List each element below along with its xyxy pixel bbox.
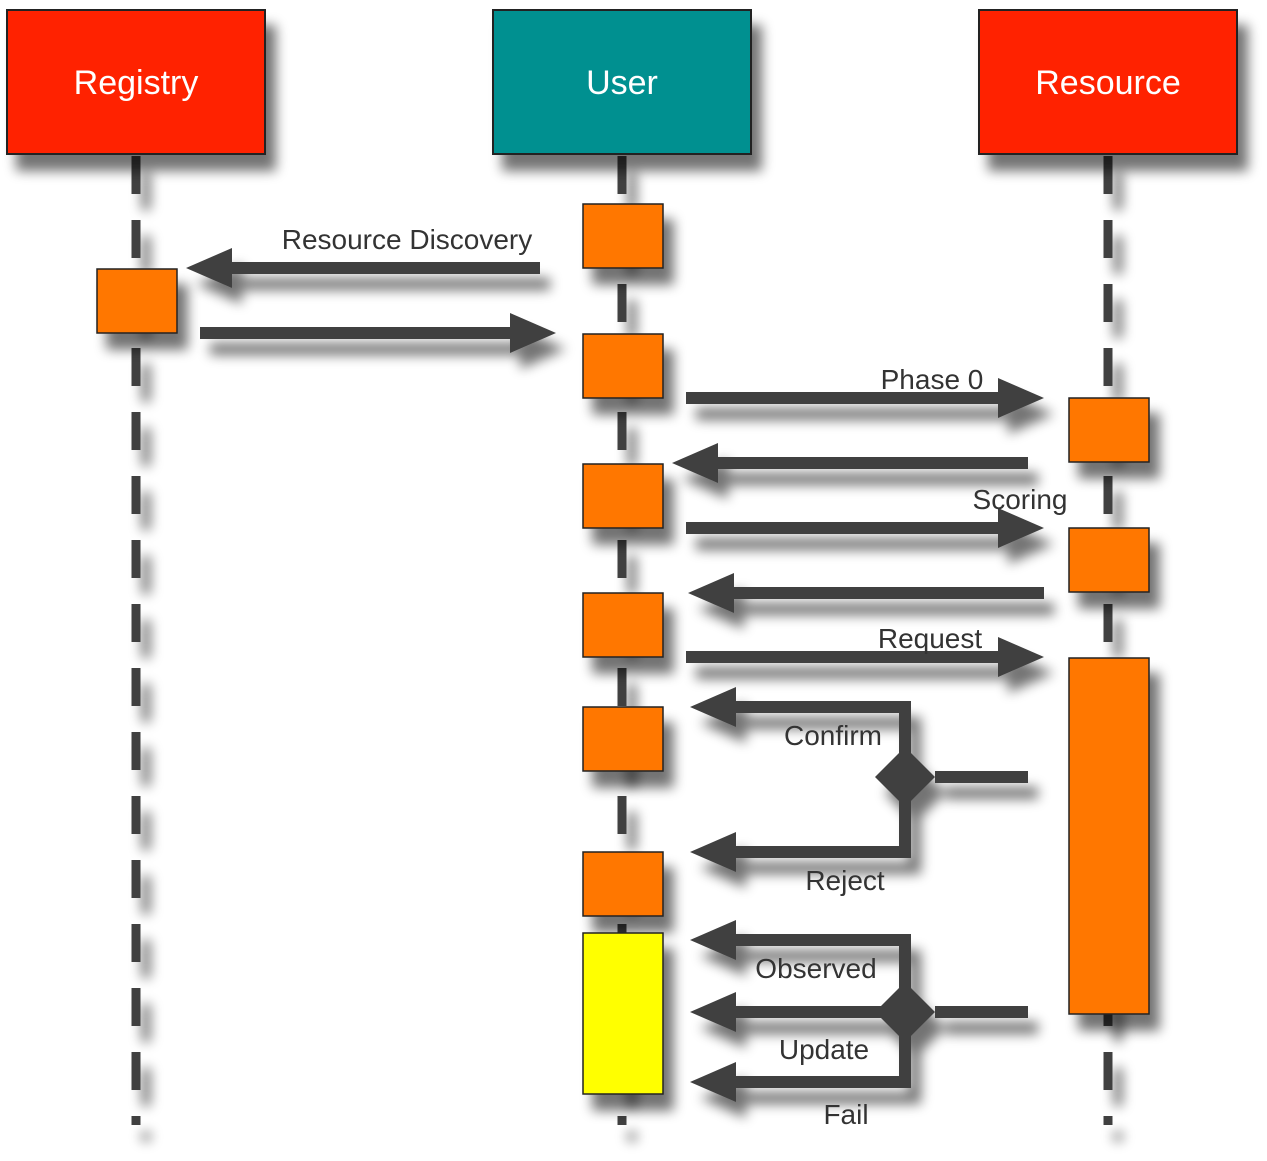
confirm-arrowhead: [690, 687, 736, 727]
resource-discovery-label: Resource Discovery: [282, 224, 533, 255]
user-activation-4: [582, 592, 664, 658]
decision-2-diamond: [875, 982, 935, 1042]
observed-label: Observed: [755, 953, 876, 984]
resource-actor-label: Resource: [1035, 64, 1181, 102]
fail-label: Fail: [823, 1099, 868, 1130]
phase-0-return-arrowhead: [672, 443, 718, 483]
resource-discovery-arrowhead: [186, 248, 232, 288]
request-arrowhead: [998, 637, 1044, 677]
reject-arrowhead: [690, 832, 736, 872]
user-activation-2: [582, 333, 664, 399]
registry-return-arrowhead: [510, 313, 556, 353]
scoring-return-arrowhead: [688, 573, 734, 613]
reject-label: Reject: [805, 865, 885, 896]
registry-activation: [96, 268, 178, 334]
registry-actor-box: [6, 9, 266, 155]
scoring-label: Scoring: [973, 484, 1068, 515]
reject-branch-line: [724, 777, 911, 858]
user-activation-highlight: [582, 932, 664, 1095]
scoring-arrowhead: [998, 508, 1044, 548]
update-label: Update: [779, 1034, 869, 1065]
resource-actor-box: [978, 9, 1238, 155]
user-activation-3: [582, 463, 664, 529]
phase-0-arrowhead: [998, 378, 1044, 418]
user-activation-1: [582, 203, 664, 269]
resource-activation-1: [1068, 397, 1150, 463]
user-actor-label: User: [586, 64, 658, 102]
decision-1-diamond: [875, 747, 935, 807]
confirm-label: Confirm: [784, 720, 882, 751]
phase-0-label: Phase 0: [881, 364, 984, 395]
observed-arrowhead: [690, 920, 736, 960]
request-label: Request: [878, 623, 983, 654]
user-actor-box: [492, 9, 752, 155]
resource-activation-3: [1068, 657, 1150, 1015]
update-arrowhead: [690, 992, 736, 1032]
user-activation-6: [582, 851, 664, 917]
user-activation-5: [582, 706, 664, 772]
fail-arrowhead: [690, 1062, 736, 1102]
resource-activation-2: [1068, 527, 1150, 593]
registry-actor-label: Registry: [74, 64, 199, 102]
